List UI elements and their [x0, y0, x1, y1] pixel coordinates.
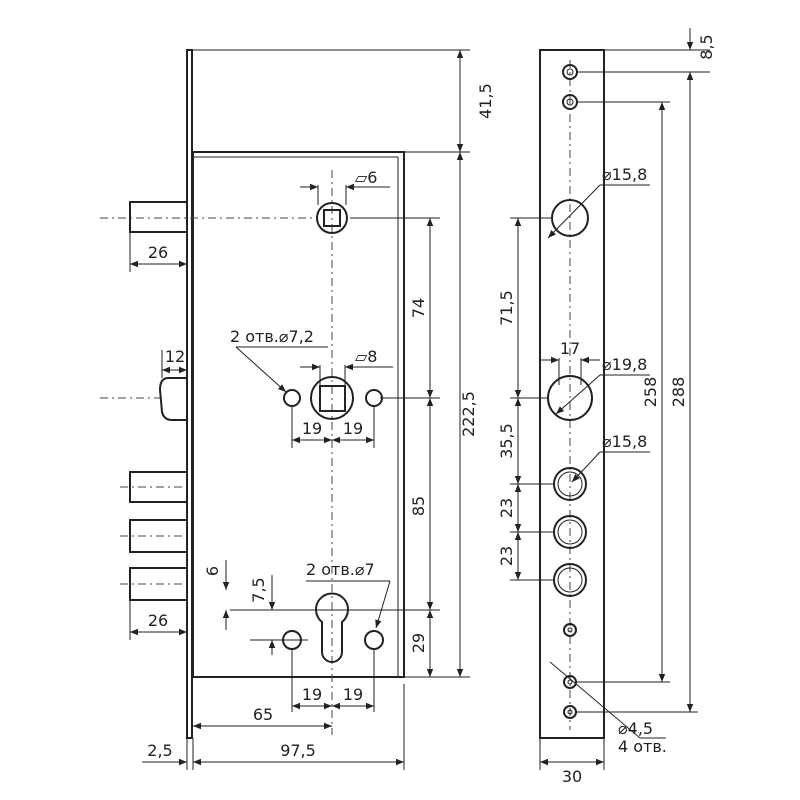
dim-diameter-15-8-top: ⌀15,8 [602, 165, 647, 184]
dim-97-5: 97,5 [280, 741, 316, 760]
dim-2-5: 2,5 [147, 741, 172, 760]
handle-spindle-hole [310, 376, 354, 420]
label-4-holes: 4 отв. [618, 737, 667, 756]
dim-258: 258 [641, 377, 660, 408]
dim-41-5: 41,5 [476, 83, 495, 119]
dim-85: 85 [409, 496, 428, 516]
faceplate-front-view: 8,5 ⌀15,8 71,5 17 ⌀19,8 35,5 ⌀15,8 23 23… [497, 28, 716, 786]
dim-square-8: ▱8 [355, 347, 377, 366]
label-holes-7-2: 2 отв.⌀7,2 [230, 327, 314, 346]
dim-square-6: ▱6 [355, 168, 377, 187]
dim-35-5: 35,5 [497, 423, 516, 459]
lock-side-view: 41,5 222,5 74 85 29 26 12 ▱6 ▱8 2 отв.⌀7… [100, 49, 495, 770]
dim-19: 19 [343, 419, 363, 438]
dim-17: 17 [560, 339, 580, 358]
dim-222-5: 222,5 [459, 391, 478, 437]
dim-23: 23 [497, 546, 516, 566]
dim-30: 30 [562, 767, 582, 786]
cylinder-cutout [315, 592, 349, 663]
dim-65: 65 [253, 705, 273, 724]
dim-19: 19 [302, 419, 322, 438]
dim-288: 288 [669, 377, 688, 408]
dim-7-5: 7,5 [249, 577, 268, 602]
dim-latch-12: 12 [165, 347, 185, 366]
top-bolt [129, 201, 188, 233]
dim-19: 19 [302, 685, 322, 704]
latch [158, 377, 188, 421]
dim-74: 74 [409, 298, 428, 318]
dim-diameter-15-8-bottom: ⌀15,8 [602, 432, 647, 451]
dim-71-5: 71,5 [497, 290, 516, 326]
dim-top-bolt-26: 26 [148, 243, 168, 262]
lock-body [192, 151, 405, 678]
dim-8-5: 8,5 [697, 34, 716, 59]
dim-diameter-19-8: ⌀19,8 [602, 355, 647, 374]
dim-19: 19 [343, 685, 363, 704]
dim-29: 29 [409, 633, 428, 653]
dim-23: 23 [497, 498, 516, 518]
label-holes-7: 2 отв.⌀7 [306, 560, 375, 579]
dim-6: 6 [203, 566, 222, 576]
top-spindle-hole [316, 202, 348, 234]
dim-diameter-4-5: ⌀4,5 [618, 719, 653, 738]
dim-bottom-bolt-26: 26 [148, 611, 168, 630]
faceplate-front [539, 49, 605, 739]
